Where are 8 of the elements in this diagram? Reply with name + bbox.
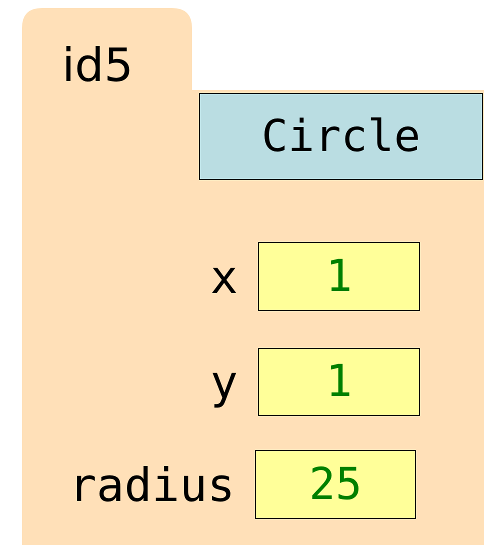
field-name: radius bbox=[68, 462, 235, 508]
object-frame bbox=[22, 8, 484, 545]
object-id: id5 bbox=[62, 42, 134, 88]
value-box: 1 bbox=[258, 242, 420, 311]
field-name: x bbox=[210, 254, 238, 300]
class-name-box: Circle bbox=[199, 93, 483, 180]
value-box: 25 bbox=[255, 450, 416, 519]
value-box: 1 bbox=[258, 348, 420, 416]
